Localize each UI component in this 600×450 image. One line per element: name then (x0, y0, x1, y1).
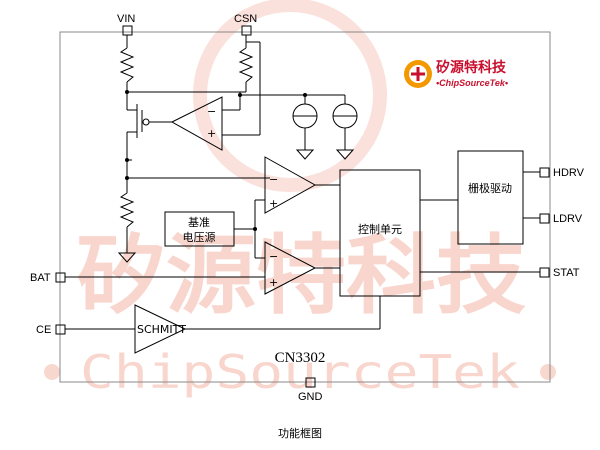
error-amplifier (170, 96, 223, 151)
chip-outline (59, 31, 551, 383)
pin-csn-label: CSN (234, 13, 257, 25)
comp1-plus: + (269, 197, 278, 210)
comp1-minus: − (269, 173, 278, 186)
voltage-comparator (264, 156, 317, 214)
pin-gnd-label: GND (298, 391, 323, 403)
logo-mark-cross (411, 67, 425, 81)
pin-vin-label: VIN (117, 13, 135, 25)
pin-gnd-box (305, 377, 316, 388)
pins: VIN CSN HDRV LDRV STAT BAT CE GND (30, 13, 585, 403)
watermark-ring (193, 0, 387, 192)
gate-driver-box (457, 150, 524, 245)
csn-resistor (238, 47, 254, 83)
pin-ce-label: CE (36, 324, 51, 336)
reference-label-2: 电压源 (183, 230, 216, 244)
pin-hdrv-label: HDRV (553, 167, 585, 179)
divider-resistor (119, 192, 135, 228)
input-paths: SCHMITT (65, 276, 381, 354)
current-source-2-ground (335, 149, 355, 160)
pin-stat-label: STAT (553, 267, 580, 279)
watermark-dot-right (540, 364, 556, 380)
watermark-text-en: ChipSourceTek (80, 345, 520, 399)
comp2-plus: + (269, 276, 278, 289)
divider-ground (117, 252, 137, 263)
reference-label-1: 基准 (188, 216, 210, 229)
comp2-minus: − (269, 250, 278, 263)
vin-resistor (119, 47, 135, 83)
comparators: − + − + (264, 156, 340, 295)
logo-name-en: •ChipSourceTek• (436, 78, 508, 88)
pin-hdrv-box (539, 167, 550, 178)
gate-driver-label: 栅极驱动 (468, 181, 512, 195)
pin-csn-box (241, 25, 252, 36)
pin-ldrv-box (539, 213, 550, 224)
reference-block: 基准 电压源 (164, 177, 270, 259)
pin-stat-box (539, 267, 550, 278)
pmos-gate-bubble (142, 118, 150, 126)
current-source-1-ground (295, 149, 315, 160)
watermark: 矽源特科技 ChipSourceTek (44, 0, 556, 399)
pin-vin-box (122, 25, 133, 36)
figure-caption: 功能框图 (278, 426, 322, 440)
control-unit-label: 控制单元 (358, 222, 402, 236)
logo: 矽源特科技 •ChipSourceTek• (404, 59, 508, 88)
schmitt-label: SCHMITT (137, 323, 186, 336)
pin-bat-label: BAT (30, 272, 51, 284)
part-number: CN3302 (275, 350, 326, 366)
pin-ldrv-label: LDRV (553, 213, 583, 225)
error-amp-minus: − (207, 105, 216, 118)
csn-branch: − + (170, 35, 358, 160)
logo-name-cn: 矽源特科技 (436, 59, 507, 76)
watermark-dot-left (44, 364, 60, 380)
vin-branch (117, 35, 270, 263)
watermark-text-cn: 矽源特科技 (76, 226, 526, 326)
error-amp-plus: + (207, 127, 216, 140)
battery-comparator (264, 241, 317, 295)
